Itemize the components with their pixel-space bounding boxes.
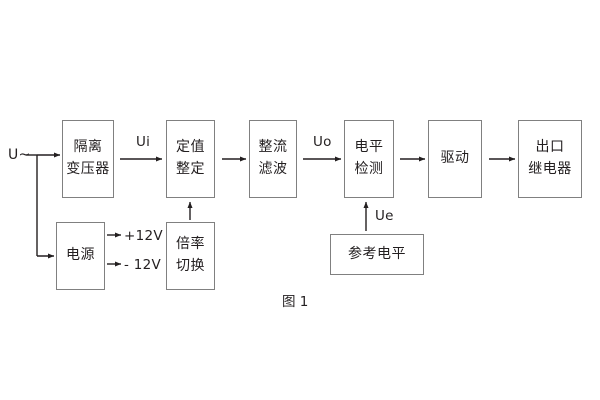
signal-label-ue: Ue — [375, 208, 394, 224]
block-line: 继电器 — [528, 161, 572, 177]
block-line: 电平 — [354, 139, 384, 156]
block-line: 驱动 — [440, 150, 470, 167]
block-line: 整定 — [176, 161, 205, 177]
rail-label-positive: +12V — [124, 228, 163, 244]
signal-label-uo: Uo — [313, 134, 332, 150]
block-line: 检测 — [354, 161, 384, 177]
block-line: 滤波 — [258, 161, 288, 177]
block-rectify-filter[interactable]: 整流 滤波 — [249, 120, 297, 198]
block-isolation-transformer[interactable]: 隔离 变压器 — [62, 120, 114, 198]
input-label: U~ — [8, 147, 31, 163]
block-line: 电源 — [66, 247, 95, 264]
figure-caption: 图 1 — [282, 294, 309, 310]
signal-label-ui: Ui — [136, 134, 151, 150]
block-line: 出口 — [535, 139, 565, 156]
block-line: 变压器 — [66, 161, 110, 177]
block-line: 定值 — [176, 139, 205, 156]
block-line: 参考电平 — [348, 245, 406, 262]
block-line: 切换 — [176, 258, 205, 274]
block-level-detection[interactable]: 电平 检测 — [344, 120, 394, 198]
block-line: 整流 — [258, 139, 288, 156]
block-drive[interactable]: 驱动 — [428, 120, 482, 198]
block-setting-value[interactable]: 定值 整定 — [166, 120, 215, 198]
block-output-relay[interactable]: 出口 继电器 — [518, 120, 582, 198]
block-multiplier-switch[interactable]: 倍率 切换 — [166, 222, 215, 290]
block-line: 隔离 — [73, 139, 103, 156]
block-reference-level[interactable]: 参考电平 — [330, 234, 424, 275]
block-power-supply[interactable]: 电源 — [56, 222, 105, 290]
rail-label-negative: - 12V — [124, 257, 162, 273]
block-line: 倍率 — [176, 236, 205, 253]
